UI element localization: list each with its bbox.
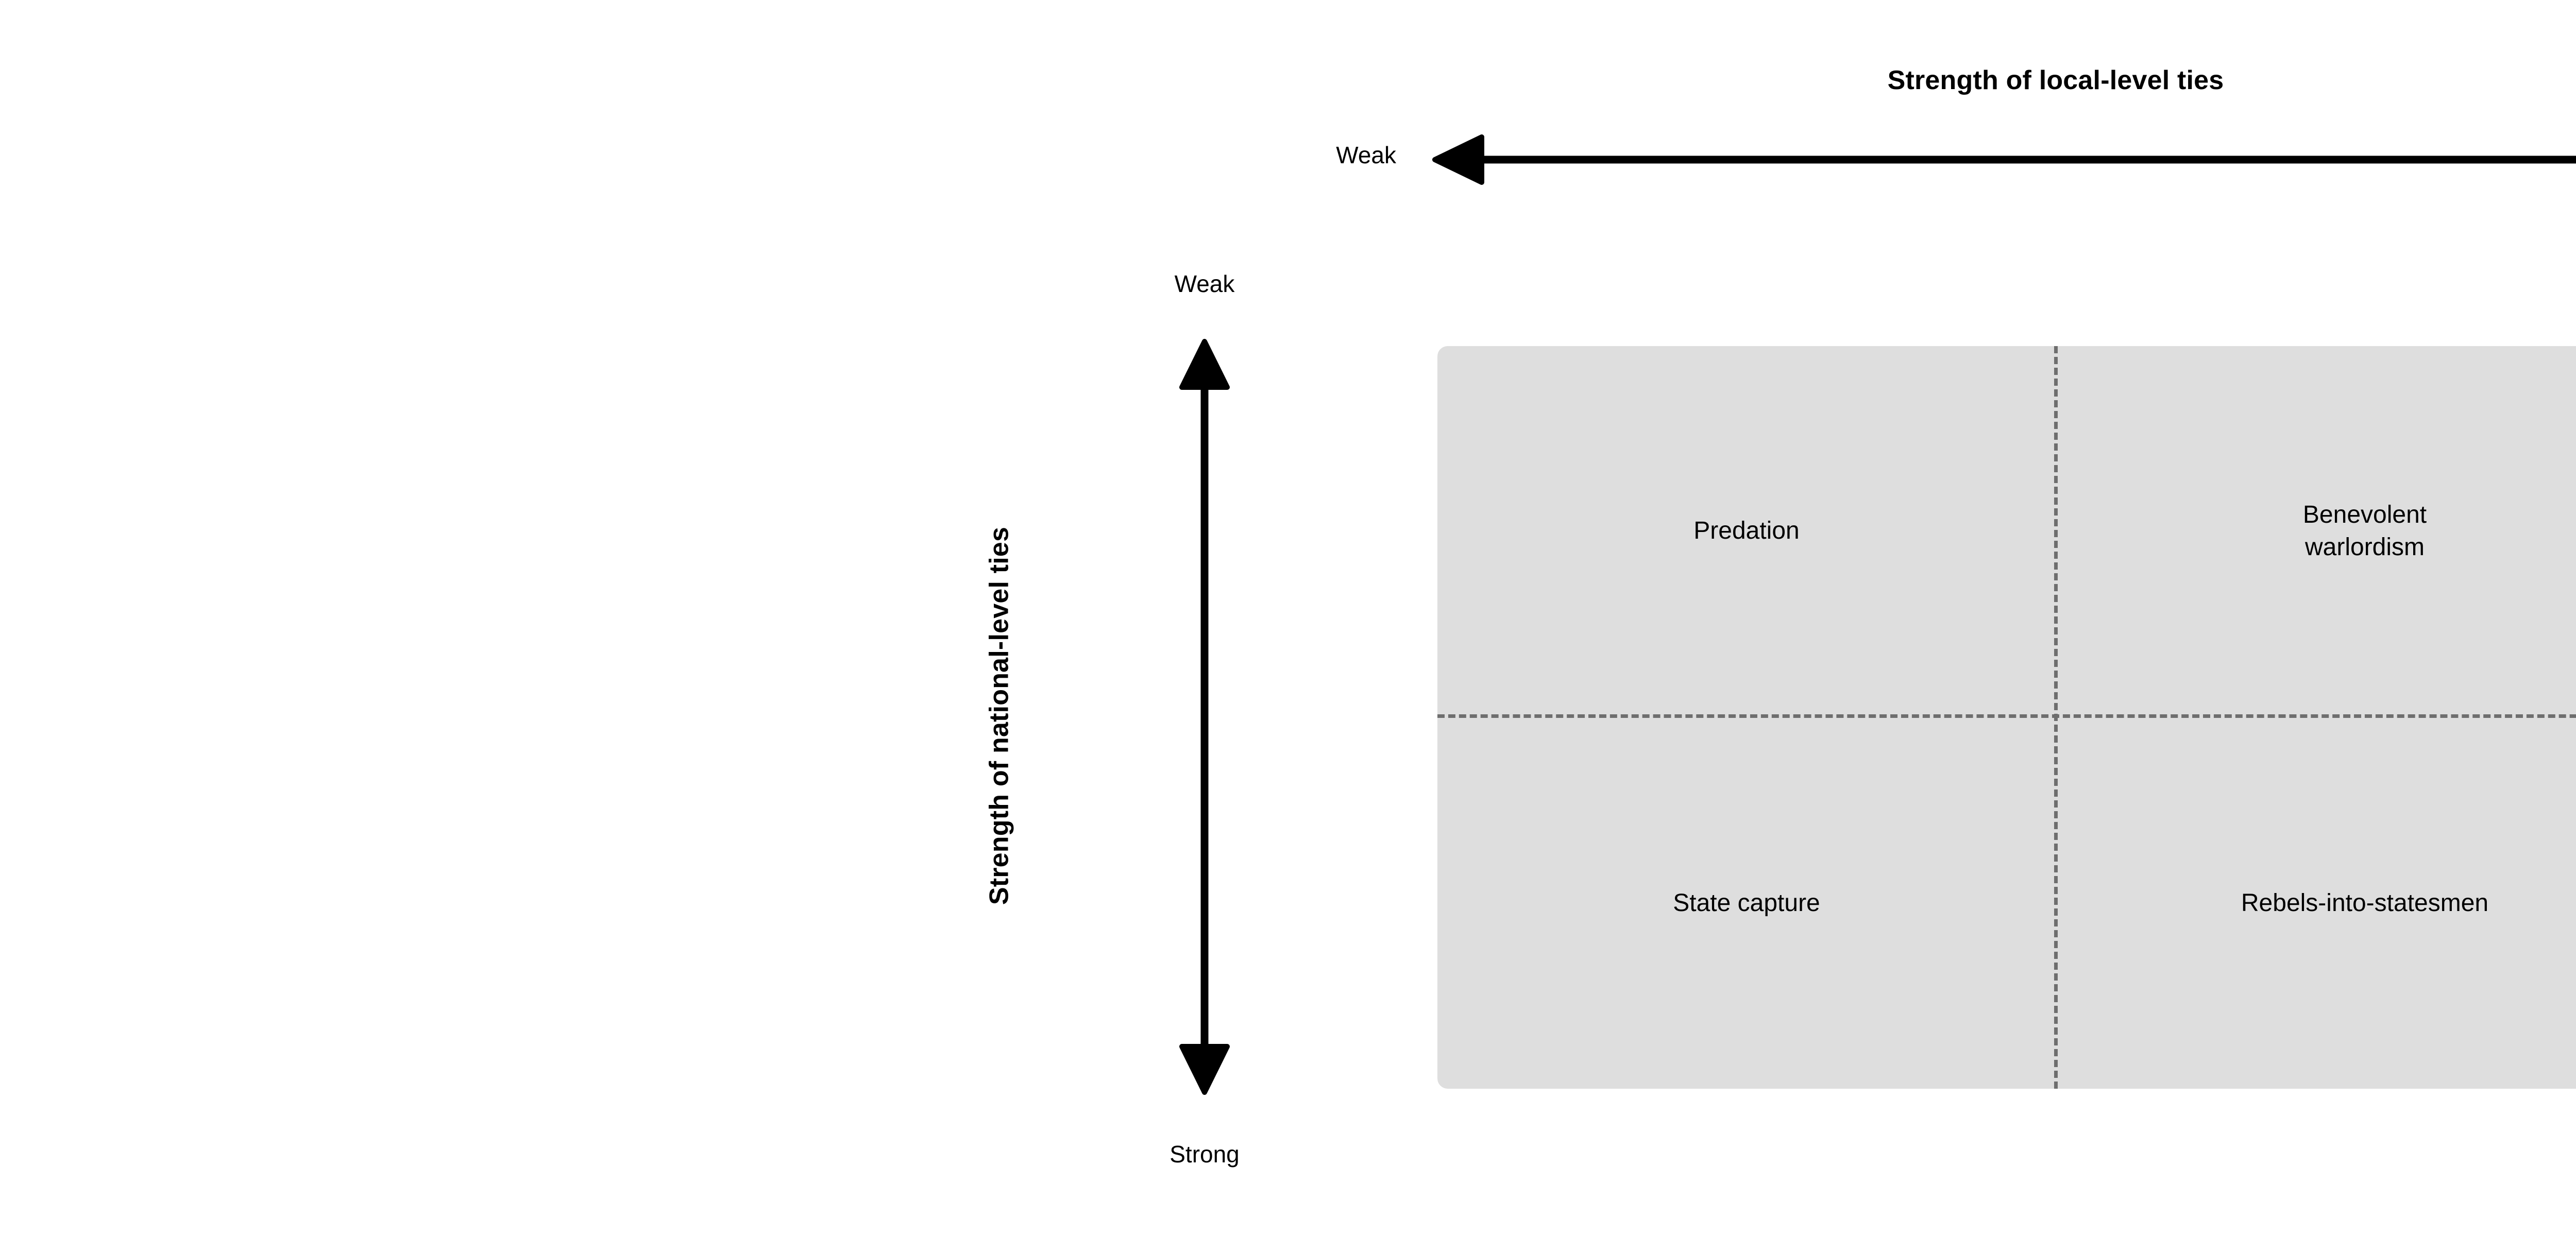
quadrant-bottom-right[interactable]: Rebels-into-statesmen — [2056, 718, 2576, 1089]
y-axis-high-label: Strong — [1170, 1141, 1240, 1168]
quadrant-top-right[interactable]: Benevolent warlordism — [2056, 346, 2576, 716]
y-axis-arrowhead-top — [1179, 339, 1230, 390]
x-axis-low-label: Weak — [1336, 142, 1396, 168]
quadrant-top-right-label: Benevolent warlordism — [2302, 501, 2427, 561]
y-axis-title: Strength of national-level ties — [984, 526, 1014, 905]
y-axis-arrow — [1173, 339, 1236, 1095]
y-axis-low-label: Weak — [1174, 270, 1235, 297]
quadrant-bottom-right-label: Rebels-into-statesmen — [2241, 889, 2489, 917]
matrix-horizontal-divider — [1437, 714, 2576, 718]
x-axis-arrowhead-left — [1432, 134, 1484, 185]
matrix-panel: Predation Benevolent warlordism State ca… — [1437, 346, 2576, 1089]
y-axis-arrowhead-bottom — [1179, 1044, 1230, 1095]
quadrant-top-left[interactable]: Predation — [1437, 346, 2056, 716]
quadrant-bottom-left-label: State capture — [1673, 889, 1820, 917]
x-axis-arrow — [1432, 128, 2576, 192]
quadrant-bottom-left[interactable]: State capture — [1437, 718, 2056, 1089]
x-axis-title: Strength of local-level ties — [1887, 65, 2224, 95]
quadrant-top-left-label: Predation — [1693, 517, 1800, 545]
